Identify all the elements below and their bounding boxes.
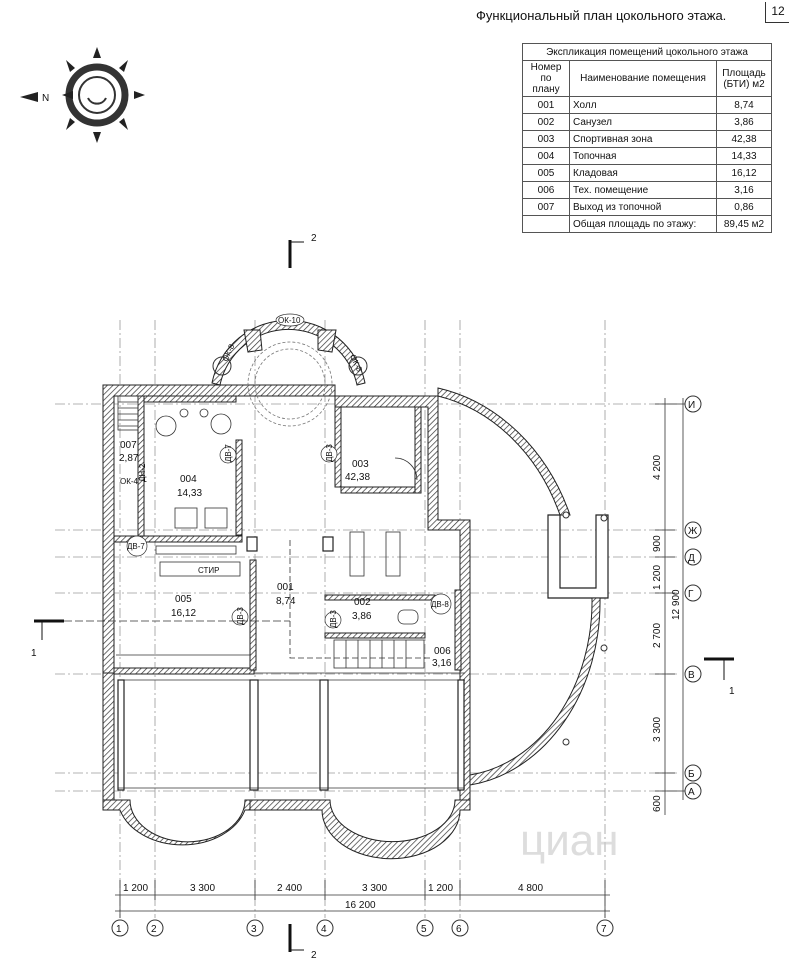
room-label-006-num: 006 <box>434 646 451 657</box>
page-number: 12 <box>765 2 789 23</box>
opening-tag: ДН-2 <box>138 463 147 482</box>
dimension-label: 4 200 <box>652 455 663 480</box>
room-label-002-num: 002 <box>354 597 371 608</box>
room-label-005-area: 16,12 <box>171 608 196 619</box>
room-label-007-area: 2,87 <box>119 453 139 464</box>
opening-tag: ДВ-3 <box>329 610 338 628</box>
axis-bubble: 5 <box>421 924 427 935</box>
dimension-label: 2 400 <box>277 883 302 894</box>
dimension-total: 16 200 <box>345 900 376 911</box>
axis-bubble: И <box>688 400 695 411</box>
dimension-total: 12 900 <box>671 589 682 620</box>
room-label-004-area: 14,33 <box>177 488 202 499</box>
dimension-label: 600 <box>652 795 663 812</box>
axis-bubble: А <box>688 787 695 798</box>
outer-walls <box>102 384 471 860</box>
axis-bubble: 1 <box>116 924 122 935</box>
compass-north-label: N <box>42 93 49 104</box>
round-tower <box>211 319 368 427</box>
row-area: 8,74 <box>716 96 772 114</box>
room-label-003-area: 42,38 <box>345 472 370 483</box>
room-label-002-area: 3,86 <box>352 611 372 622</box>
dimension-label: 3 300 <box>362 883 387 894</box>
section-mark-right: 1 <box>729 686 735 697</box>
explication-table: Экспликация помещений цокольного этажа Н… <box>522 43 772 233</box>
sheet-title: Функциональный план цокольного этажа. <box>476 8 727 23</box>
watermark: циан <box>520 816 619 865</box>
axis-bubble: 7 <box>601 924 607 935</box>
section-mark-bottom: 2 <box>311 950 317 960</box>
fixture-label: СТИР <box>198 566 219 575</box>
dimension-label: 1 200 <box>652 565 663 590</box>
dimension-label: 2 700 <box>652 623 663 648</box>
opening-tag: ОК-10 <box>278 316 301 325</box>
axis-bubble: 3 <box>251 924 257 935</box>
axis-bubble: В <box>688 670 695 681</box>
fixtures: СТИР <box>116 395 430 669</box>
dimension-label: 1 200 <box>123 883 148 894</box>
total-area: 89,45 м2 <box>716 215 772 233</box>
room-label-006-area: 3,16 <box>432 658 452 669</box>
header-number: Номер по плану <box>522 60 570 97</box>
opening-tag: ДВ-3 <box>236 607 245 625</box>
axis-bubble: 6 <box>456 924 462 935</box>
room-label-001-num: 001 <box>277 582 294 593</box>
interior-walls <box>113 395 462 675</box>
column-axis-bubbles: 1 2 3 4 5 6 7 <box>111 919 614 937</box>
axis-bubble: 2 <box>151 924 157 935</box>
axis-bubble: 4 <box>321 924 327 935</box>
axis-bubble: Б <box>688 769 695 780</box>
dimension-label: 3 300 <box>652 717 663 742</box>
opening-tag: ДВ-7 <box>224 444 233 462</box>
room-labels: 007 2,87 004 14,33 003 42,38 001 8,74 00… <box>119 440 452 669</box>
right-dimensions: 4 200 900 1 200 2 700 3 300 600 12 900 <box>652 398 690 815</box>
axis-bubble: Ж <box>688 526 698 537</box>
opening-tags: ОК-10 ОК-8 ОК-8 ОК-4 ДН-2 ДВ-7 ДВ-7 ДВ-3… <box>120 313 452 629</box>
total-row: Общая площадь по этажу:89,45 м2 <box>522 215 772 233</box>
axis-bubble: Г <box>688 589 694 600</box>
dimension-label: 4 800 <box>518 883 543 894</box>
compass-icon: N <box>20 47 145 143</box>
opening-tag: ДВ-8 <box>431 600 449 609</box>
dimension-label: 3 300 <box>190 883 215 894</box>
dimension-label: 900 <box>652 535 663 552</box>
opening-tag: ОК-4 <box>120 477 139 486</box>
room-label-004-num: 004 <box>180 474 197 485</box>
room-label-001-area: 8,74 <box>276 596 296 607</box>
row-axis-bubbles: И Ж Д Г В Б А <box>684 395 702 800</box>
opening-tag: ДВ-3 <box>325 444 334 462</box>
curved-terrace <box>437 387 609 786</box>
room-label-007-num: 007 <box>120 440 137 451</box>
axis-bubble: Д <box>688 553 695 564</box>
opening-tag: ДВ-7 <box>127 542 145 551</box>
section-mark-top: 2 <box>311 233 317 244</box>
room-label-005-num: 005 <box>175 594 192 605</box>
dimension-label: 1 200 <box>428 883 453 894</box>
room-label-003-num: 003 <box>352 459 369 470</box>
bottom-dimensions: 1 200 3 300 2 400 3 300 1 200 4 800 16 2… <box>115 880 610 918</box>
section-marks: 2 2 1 1 <box>31 233 735 960</box>
section-mark-left: 1 <box>31 648 37 659</box>
